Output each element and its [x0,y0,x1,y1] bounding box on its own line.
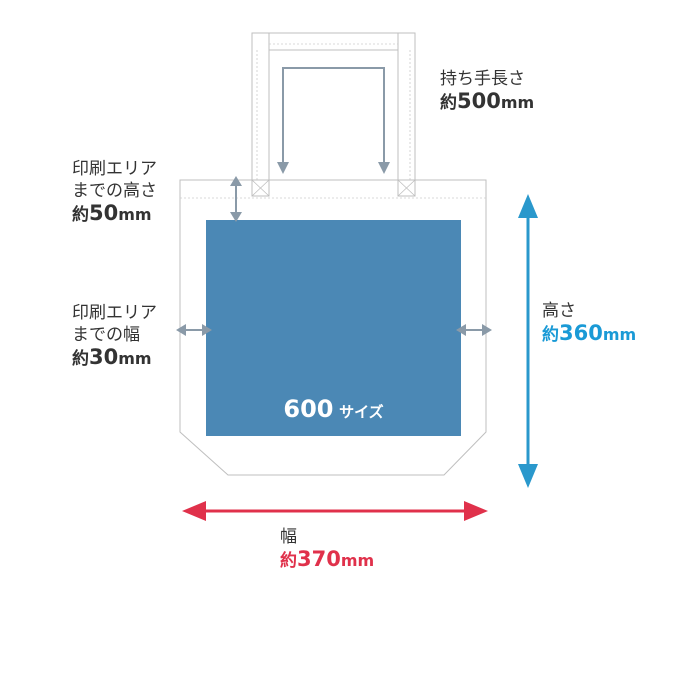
print-height-margin-prefix: 約 [72,205,89,225]
print-width-margin-line2: までの幅 [72,325,140,345]
height-number: 360 [559,321,603,345]
height-unit: mm [602,325,637,344]
print-height-margin-number: 50 [89,201,119,225]
handle-length-prefix: 約 [440,93,457,113]
height-label: 高さ 約360mm [542,300,636,346]
print-width-margin-arrow-right [456,324,492,336]
handle-strap-left [251,32,270,197]
print-area [206,220,461,436]
width-prefix: 約 [280,551,297,571]
handle-length-line [282,67,385,165]
print-width-margin-number: 30 [89,345,119,369]
handle-length-label: 持ち手長さ 約500mm [440,68,534,114]
handle-length-unit: mm [500,93,535,112]
print-height-margin-label: 印刷エリア までの高さ 約50mm [72,158,157,226]
handle-length-title: 持ち手長さ [440,69,525,89]
handle-arrow-right [378,162,390,174]
handle-length-number: 500 [457,89,501,113]
print-area-number: 600 [283,395,334,423]
width-label: 幅 約370mm [280,526,374,572]
print-height-margin-line2: までの高さ [72,181,157,201]
handle-attachment-left [251,179,270,197]
print-width-margin-value: 約30mm [72,346,157,370]
print-height-margin-arrow [230,176,242,222]
handle-length-value: 約500mm [440,90,534,114]
print-width-margin-prefix: 約 [72,349,89,369]
print-width-margin-unit: mm [118,349,152,368]
print-width-margin-line1: 印刷エリア [72,303,157,323]
width-dimension-arrow [182,501,488,521]
print-width-margin-label: 印刷エリア までの幅 約30mm [72,302,157,370]
print-area-unit: サイズ [339,403,384,421]
width-title: 幅 [280,527,297,547]
height-title: 高さ [542,301,576,321]
handle-attachment-right [397,179,416,197]
width-unit: mm [340,551,375,570]
handle-top [268,32,399,51]
print-height-margin-line1: 印刷エリア [72,159,157,179]
print-width-margin-arrow-left [176,324,212,336]
width-value: 約370mm [280,548,374,572]
print-area-label: 600 サイズ [206,395,461,423]
height-prefix: 約 [542,325,559,345]
width-number: 370 [297,547,341,571]
handle-arrow-left [277,162,289,174]
print-height-margin-value: 約50mm [72,202,157,226]
height-value: 約360mm [542,322,636,346]
height-dimension-arrow [518,194,538,488]
handle-strap-right [397,32,416,197]
print-height-margin-unit: mm [118,205,152,224]
